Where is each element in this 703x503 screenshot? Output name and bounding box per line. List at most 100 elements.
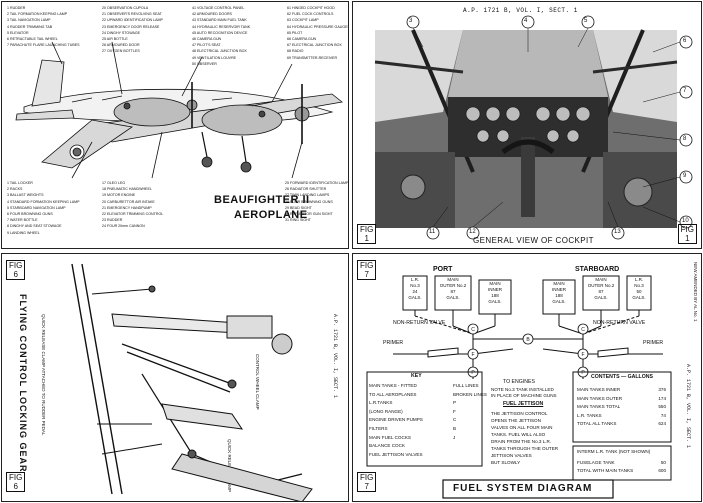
svg-text:P: P bbox=[581, 370, 585, 376]
legend-entry: 17 OLEO LEG bbox=[102, 181, 126, 185]
legend-entry: 20 CARBURETTOR AIR INTAKE bbox=[102, 199, 155, 204]
aircraft-cutaway-drawing bbox=[15, 41, 343, 179]
starboard-label: STARBOARD bbox=[575, 266, 620, 273]
legend-entry: 27 TWIN LANDING LAMPS bbox=[285, 193, 330, 198]
legend-column-7: 25 FORWARD IDENTIFICATION LAMP 26 RADIATO… bbox=[285, 180, 348, 223]
locking-gear-drawing bbox=[71, 263, 313, 501]
legend-entry: 31 RING SIGHT bbox=[285, 218, 311, 223]
legend-entry: 42 ARMOURED DOORS bbox=[192, 12, 232, 17]
cockpit-panel: A.P. 1721 B, VOL. I, SECT. 1 bbox=[352, 1, 702, 249]
legend-entry: 25 AIR BOTTLE bbox=[102, 37, 128, 42]
legend-entry: 6 FOUR BROWNING GUNS bbox=[7, 212, 53, 217]
primer-right-label: PRIMER bbox=[643, 340, 664, 346]
legend-column-3: 41 VOLTAGE CONTROL PANEL 42 ARMOURED DOOR… bbox=[192, 5, 250, 67]
legend-entry: 29 BEAD SIGHT bbox=[285, 205, 312, 210]
legend-entry: 27 OXYGEN BOTTLES bbox=[102, 49, 140, 54]
primer-left-label: PRIMER bbox=[383, 340, 404, 346]
beaufighter-title: BEAUFIGHTER II bbox=[214, 194, 310, 206]
legend-entry: 7 PARACHUTE FLARE LAUNCHING TUBES bbox=[7, 43, 80, 48]
cockpit-header: A.P. 1721 B, VOL. I, SECT. 1 bbox=[463, 7, 578, 14]
legend-entry: 65 PILOT bbox=[287, 30, 303, 35]
callout-3: 3 bbox=[409, 18, 413, 24]
legend-entry: 25 FORWARD IDENTIFICATION LAMP bbox=[285, 181, 349, 185]
key-title: KEY bbox=[411, 373, 422, 379]
legend-entry: 2 RACKS bbox=[7, 187, 23, 192]
nrv-right-label: NON-RETURN VALVE bbox=[593, 320, 646, 326]
svg-text:C: C bbox=[581, 327, 585, 333]
legend-entry: 19 MOTOR ENGINE bbox=[102, 193, 136, 198]
legend-entry: 5 STARBOARD NAVIGATION LAMP bbox=[7, 205, 66, 210]
legend-entry: 50 OBSERVER bbox=[192, 61, 217, 66]
legend-entry: 69 TRANSMITTER-RECEIVER bbox=[287, 55, 338, 60]
contents-title: CONTENTS — GALLONS bbox=[591, 374, 653, 380]
legend-entry: 64 HYDRAULIC PRESSURE GAUGES bbox=[287, 24, 349, 29]
legend-entry: 46 CAMERA GUN bbox=[192, 37, 222, 42]
legend-entry: 18 PNEUMATIC HANDWHEEL bbox=[102, 187, 152, 192]
callout-12: 12 bbox=[469, 229, 476, 235]
legend-entry: 43 STANDARD MAIN FUEL TANK bbox=[192, 18, 247, 23]
legend-entry: 23 RUDDER bbox=[102, 218, 123, 223]
callout-4: 4 bbox=[524, 18, 528, 24]
legend-entry: 61 HINGED COCKPIT HOOD bbox=[287, 6, 335, 10]
callout-10: 10 bbox=[682, 218, 689, 224]
cockpit-photo bbox=[374, 15, 693, 240]
legend-entry: 3 TAIL NAVIGATION LAMP bbox=[7, 18, 51, 23]
beaufighter-subtitle: AEROPLANE bbox=[234, 209, 308, 221]
legend-entry: 3 BALLAST WEIGHTS bbox=[7, 193, 44, 198]
port-label: PORT bbox=[433, 266, 453, 273]
legend-entry: 23 EMERGENCY DOOR RELEASE bbox=[102, 24, 160, 29]
callout-5: 5 bbox=[584, 18, 588, 24]
legend-entry: 1 TAIL LOCKER bbox=[7, 181, 33, 185]
legend-entry: 9 LANDING WHEEL bbox=[7, 230, 40, 235]
svg-text:P: P bbox=[471, 370, 475, 376]
legend-entry: 6 RETRACTABLE TAIL WHEEL bbox=[7, 37, 58, 42]
callout-8: 8 bbox=[683, 136, 687, 142]
svg-text:C: C bbox=[471, 327, 475, 333]
legend-entry: 63 COCKPIT LAMP bbox=[287, 18, 319, 23]
legend-entry: 2 TAIL FORMATION KEEPING LAMP bbox=[7, 12, 68, 17]
legend-entry: 68 RADIO bbox=[287, 49, 304, 54]
legend-entry: 41 VOLTAGE CONTROL PANEL bbox=[192, 6, 245, 10]
svg-text:B: B bbox=[526, 337, 530, 343]
legend-entry: 4 RUDDER TRIMMING TAB bbox=[7, 24, 53, 29]
callout-11: 11 bbox=[429, 229, 436, 235]
fuel-schematic: C C B F F P P bbox=[366, 275, 672, 499]
legend-entry: 44 HYDRAULIC RESERVOIR TANK bbox=[192, 24, 251, 29]
legend-entry: 45 AUTO RECOGNITION DEVICE bbox=[192, 30, 248, 35]
interm-title: INTERM L.R. TANK (NOT SHOWN) bbox=[577, 449, 651, 454]
callout-6: 6 bbox=[683, 38, 687, 44]
legend-entry: 48 ELECTRICAL JUNCTION BOX bbox=[192, 49, 247, 54]
svg-text:F: F bbox=[581, 352, 584, 358]
legend-entry: 22 UPWARD IDENTIFICATION LAMP bbox=[102, 18, 163, 23]
legend-entry: 26 ARMOURED DOOR bbox=[102, 43, 140, 48]
legend-entry: 22 ELEVATOR TRIMMING CONTROL bbox=[102, 212, 164, 217]
fuel-diagram-title: FUEL SYSTEM DIAGRAM bbox=[453, 483, 593, 494]
to-engines-label: TO ENGINES bbox=[503, 379, 535, 385]
legend-entry: 26 RADIATOR SHUTTER bbox=[285, 187, 327, 192]
svg-text:F: F bbox=[471, 352, 474, 358]
cockpit-caption: GENERAL VIEW OF COCKPIT bbox=[473, 236, 594, 245]
legend-entry: 1 RUDDER bbox=[7, 6, 26, 10]
legend-entry: 21 OBSERVER'S REVOLVING SEAT bbox=[102, 12, 162, 17]
